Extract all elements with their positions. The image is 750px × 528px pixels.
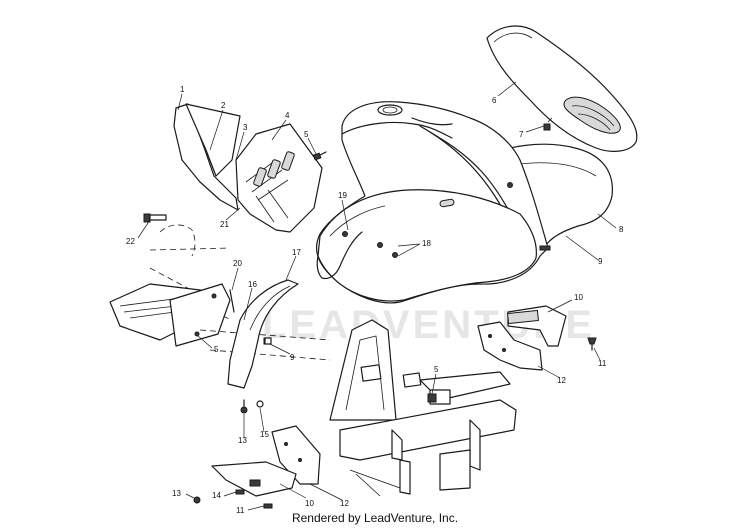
fasteners bbox=[193, 117, 597, 509]
callout-6: 6 bbox=[492, 96, 497, 105]
front-fender-body bbox=[316, 101, 551, 304]
callout-5-left: 5 bbox=[214, 345, 219, 354]
callout-2: 2 bbox=[221, 101, 226, 110]
callout-8: 8 bbox=[619, 225, 624, 234]
callout-20: 20 bbox=[233, 259, 242, 268]
callout-9: 9 bbox=[598, 257, 603, 266]
callout-21: 21 bbox=[220, 220, 229, 229]
bracket-12-bottom bbox=[271, 425, 321, 485]
callout-1: 1 bbox=[180, 85, 185, 94]
callout-11: 11 bbox=[598, 359, 607, 368]
footer-credit: Rendered by LeadVenture, Inc. bbox=[291, 511, 459, 525]
bracket-10-right bbox=[507, 305, 567, 347]
leader-lines bbox=[137, 81, 617, 511]
callout-3: 3 bbox=[243, 123, 248, 132]
callout-12: 12 bbox=[557, 376, 566, 385]
callout-7: 7 bbox=[519, 130, 524, 139]
callout-13-bottom: 13 bbox=[172, 489, 181, 498]
frame-part bbox=[329, 319, 517, 497]
callout-13: 13 bbox=[238, 436, 247, 445]
callout-18: 18 bbox=[422, 239, 431, 248]
callout-10-bottom: 10 bbox=[305, 499, 314, 508]
callout-labels: 1 2 3 4 5 6 7 8 9 10 11 12 13 14 15 16 1… bbox=[126, 85, 624, 515]
bracket-12-right bbox=[477, 321, 543, 371]
callout-5: 5 bbox=[304, 130, 309, 139]
callout-9-left: 9 bbox=[290, 353, 295, 362]
side-panel-assembly bbox=[173, 103, 323, 233]
callout-10: 10 bbox=[574, 293, 583, 302]
callout-4: 4 bbox=[285, 111, 290, 120]
bracket-10-bottom bbox=[211, 461, 297, 497]
callout-14: 14 bbox=[212, 491, 221, 500]
callout-11-bottom: 11 bbox=[236, 506, 245, 515]
callout-19: 19 bbox=[338, 191, 347, 200]
callout-16: 16 bbox=[248, 280, 257, 289]
callout-22: 22 bbox=[126, 237, 135, 246]
callout-12-bottom: 12 bbox=[340, 499, 349, 508]
seat-part bbox=[486, 25, 638, 152]
footrest-assembly bbox=[109, 224, 331, 361]
bolt-22 bbox=[143, 213, 167, 223]
callout-17: 17 bbox=[292, 248, 301, 257]
callout-5-center: 5 bbox=[434, 365, 439, 374]
callout-15: 15 bbox=[260, 430, 269, 439]
